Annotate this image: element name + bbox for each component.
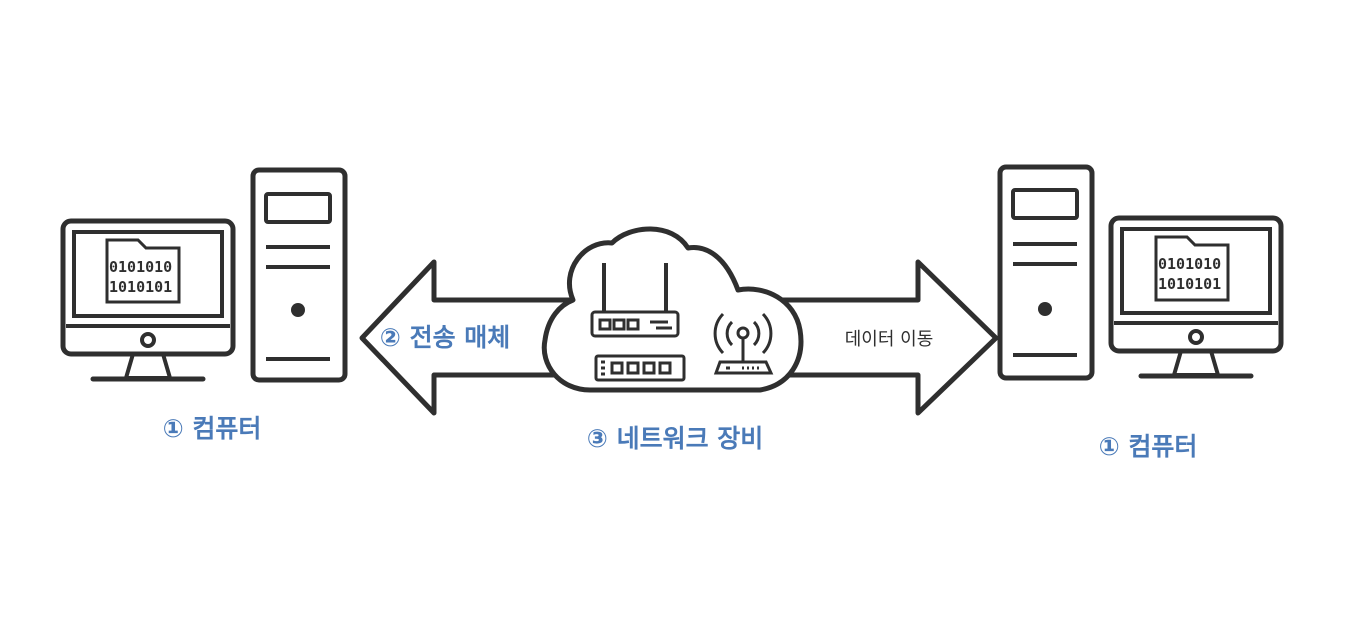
document-icon (105, 238, 181, 304)
network-equipment-label: ③ 네트워크 장비 (587, 424, 764, 453)
cloud-icon (541, 226, 804, 393)
binary-row-1: 0101010 (109, 258, 172, 276)
binary-row-2: 1010101 (109, 278, 172, 296)
document-icon (1154, 235, 1230, 302)
computer-tower-icon (997, 164, 1095, 381)
transmission-media-label: ② 전송 매체 (380, 323, 511, 352)
computer-monitor-icon: 0101010 1010101 (60, 218, 236, 382)
computer-left-label: ① 컴퓨터 (163, 414, 262, 443)
wireless-ap-icon (713, 312, 774, 375)
computer-monitor-icon: 0101010 1010101 (1108, 215, 1284, 379)
computer-tower-icon (250, 167, 348, 383)
binary-row-1: 0101010 (1158, 255, 1221, 273)
data-movement-label: 데이터 이동 (845, 329, 934, 350)
computer-right-label: ① 컴퓨터 (1099, 432, 1198, 461)
binary-row-2: 1010101 (1158, 275, 1221, 293)
router-icon (590, 263, 680, 338)
switch-icon (594, 354, 686, 382)
